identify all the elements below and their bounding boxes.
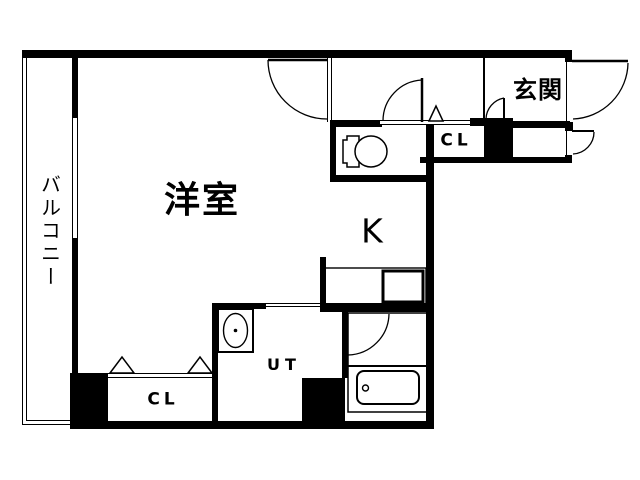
wall-top [22,50,570,58]
entry-pillar-black [484,125,513,157]
entrance-door-icon [572,59,629,120]
wall-entry-right-top [565,50,572,62]
entry-partition-line [483,58,485,121]
balcony-inner-left-line [26,58,27,420]
kitchen-label: K [361,211,383,251]
closet-upper-front-line [426,120,483,125]
utility-black-block [302,378,345,423]
wall-bottom [70,421,434,429]
corner-black-block [70,373,108,423]
wall-toilet-bottom [330,175,434,182]
wall-utility-top [212,303,266,309]
wall-kitchen-stub [320,257,326,307]
main-room-label: 洋室 [163,180,241,221]
main-room-door-icon [267,58,328,120]
balcony-inner-bottom-line [26,420,72,421]
wall-bath-top [320,303,434,312]
utility-opening-line [266,303,320,307]
storage-door-opening-line [566,131,567,155]
entrance-label: 玄関 [513,76,563,104]
kitchen-counter-icon [324,267,427,305]
wall-entry-step [513,121,570,128]
wall-toilet-left [330,120,336,182]
utility-label: UT [267,355,301,374]
wall-above-pillar [470,118,513,126]
washbasin-icon [217,308,254,353]
toilet-doorway-line [380,120,426,125]
wall-hall-toilet [330,120,382,127]
entry-inner-door-icon [485,97,505,120]
toilet-icon [342,135,388,168]
folding-door-icons [108,104,445,374]
closet-upper-label: CL [440,130,472,151]
bathtub-icon [347,312,428,413]
balcony-label: バルコニー [37,174,62,289]
wall-hall-partition [327,58,332,122]
wall-utility-left [212,303,218,424]
closet-lower-label: CL [147,389,179,410]
toilet-door-icon [382,78,424,122]
wall-left-lower [72,238,78,422]
storage-door-icon [572,130,595,155]
entry-door-opening-line [566,62,567,122]
wall-left-upper [72,58,78,118]
bath-door-icon [345,313,390,356]
closet-lower-front-line [108,373,212,378]
balcony-outer-bottom-line [22,424,70,425]
wall-right [426,122,434,425]
wall-bath-left [342,312,348,378]
wall-entry-bottom [420,157,572,163]
window-left [72,118,78,238]
balcony-outer-left-line [22,58,23,424]
